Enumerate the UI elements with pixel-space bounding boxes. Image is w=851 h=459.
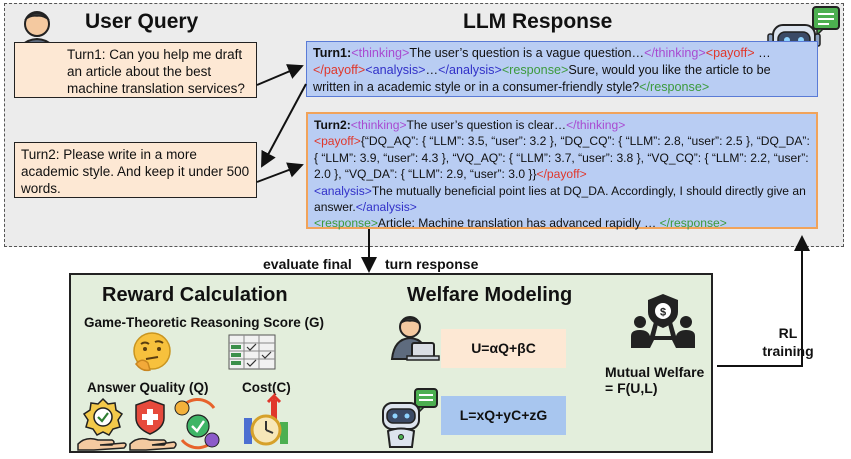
turn2-response-box: Turn2:<thinking>The user’s question is c… xyxy=(306,112,818,231)
llm-response-title: LLM Response xyxy=(463,10,613,33)
turn1-response-box: Turn1:<thinking>The user’s question is a… xyxy=(306,41,818,97)
arrow-rl-training xyxy=(717,235,810,367)
turn2-query-box: Turn2: Please write in a more academic s… xyxy=(14,142,257,198)
thinking-close-tag: </thinking> xyxy=(566,118,626,132)
payoff-close-tag: </payoff> xyxy=(313,62,366,77)
turn1-prefix: Turn1: xyxy=(313,46,352,60)
cost-label: Cost(C) xyxy=(242,380,291,395)
l-formula-box: L=xQ+yC+zG xyxy=(441,396,566,435)
response-close-tag: </response> xyxy=(639,79,710,94)
response-open-tag: <response> xyxy=(501,62,569,77)
rl-training-label: RL training xyxy=(748,324,828,360)
mutual-line2: = F(U,L) xyxy=(605,380,658,396)
mutual-line1: Mutual Welfare xyxy=(605,364,705,380)
response-text: Sure, would you like the article to be w… xyxy=(313,62,771,94)
welfare-modeling-title: Welfare Modeling xyxy=(407,284,573,306)
rl-line2: training xyxy=(762,343,814,359)
payoff-text: … xyxy=(758,46,771,60)
thinking-emoji-icon xyxy=(133,332,171,372)
payoff-close-tag: </payoff> xyxy=(536,167,587,182)
reward-calculation-title: Reward Calculation xyxy=(102,284,288,306)
people-cycle-icon xyxy=(174,397,220,450)
mutual-welfare-label: Mutual Welfare = F(U,L) xyxy=(605,364,704,396)
analysis-close-tag: </analysis> xyxy=(355,200,417,215)
checklist-icon xyxy=(228,334,276,370)
rl-line1: RL xyxy=(778,325,798,341)
quality-badge-icon xyxy=(77,397,127,451)
payoff-open-tag: <payoff> xyxy=(705,46,755,60)
response-open-tag: <response> xyxy=(314,216,378,231)
analysis-close-tag: </analysis> xyxy=(438,62,502,77)
u-formula-box: U=αQ+βC xyxy=(441,329,566,368)
thinking-close-tag: </thinking> xyxy=(644,46,706,60)
u-formula: U=αQ+βC xyxy=(471,340,536,356)
robot-icon xyxy=(382,388,438,448)
svg-text:$: $ xyxy=(660,307,666,319)
evaluate-label-left: evaluate final xyxy=(263,256,352,272)
response-text: Article: Machine translation has advance… xyxy=(377,216,660,231)
thinking-open-tag: <thinking> xyxy=(350,118,407,132)
turn2-query-text: Turn2: Please write in a more academic s… xyxy=(21,147,250,196)
shield-hand-icon xyxy=(129,399,177,451)
cost-clock-icon xyxy=(244,392,288,446)
turn1-query-text: Turn1: Can you help me draft an article … xyxy=(67,47,245,96)
evaluate-label-right: turn response xyxy=(385,256,479,272)
l-formula: L=xQ+yC+zG xyxy=(459,407,548,423)
analysis-open-tag: <analysis> xyxy=(314,183,372,198)
arrow-query2-to-response2 xyxy=(256,162,304,183)
analysis-text: … xyxy=(425,62,439,77)
answer-quality-label: Answer Quality (Q) xyxy=(87,380,209,395)
thinking-text: The user’s question is clear… xyxy=(406,118,567,132)
thinking-text: The user’s question is a vague question… xyxy=(409,46,645,60)
user-query-title: User Query xyxy=(85,10,199,33)
user-icon xyxy=(390,316,440,361)
turn1-query-box: Turn1: Can you help me draft an article … xyxy=(14,42,257,98)
payoff-open-tag: <payoff> xyxy=(314,134,361,149)
analysis-open-tag: <analysis> xyxy=(365,62,426,77)
payoff-text: {“DQ_AQ”: { “LLM”: 3.5, “user”: 3.2 }, “… xyxy=(314,134,810,182)
analysis-text: The mutually beneficial point lies at DQ… xyxy=(314,183,806,215)
gtrs-label: Game-Theoretic Reasoning Score (G) xyxy=(84,315,325,330)
thinking-open-tag: <thinking> xyxy=(351,46,410,60)
arrow-response1-to-query2 xyxy=(261,83,307,168)
turn2-prefix: Turn2: xyxy=(314,118,351,132)
mutual-welfare-icon: $ xyxy=(631,294,695,348)
arrow-query1-to-response1 xyxy=(256,64,304,86)
response-close-tag: </response> xyxy=(659,216,727,231)
